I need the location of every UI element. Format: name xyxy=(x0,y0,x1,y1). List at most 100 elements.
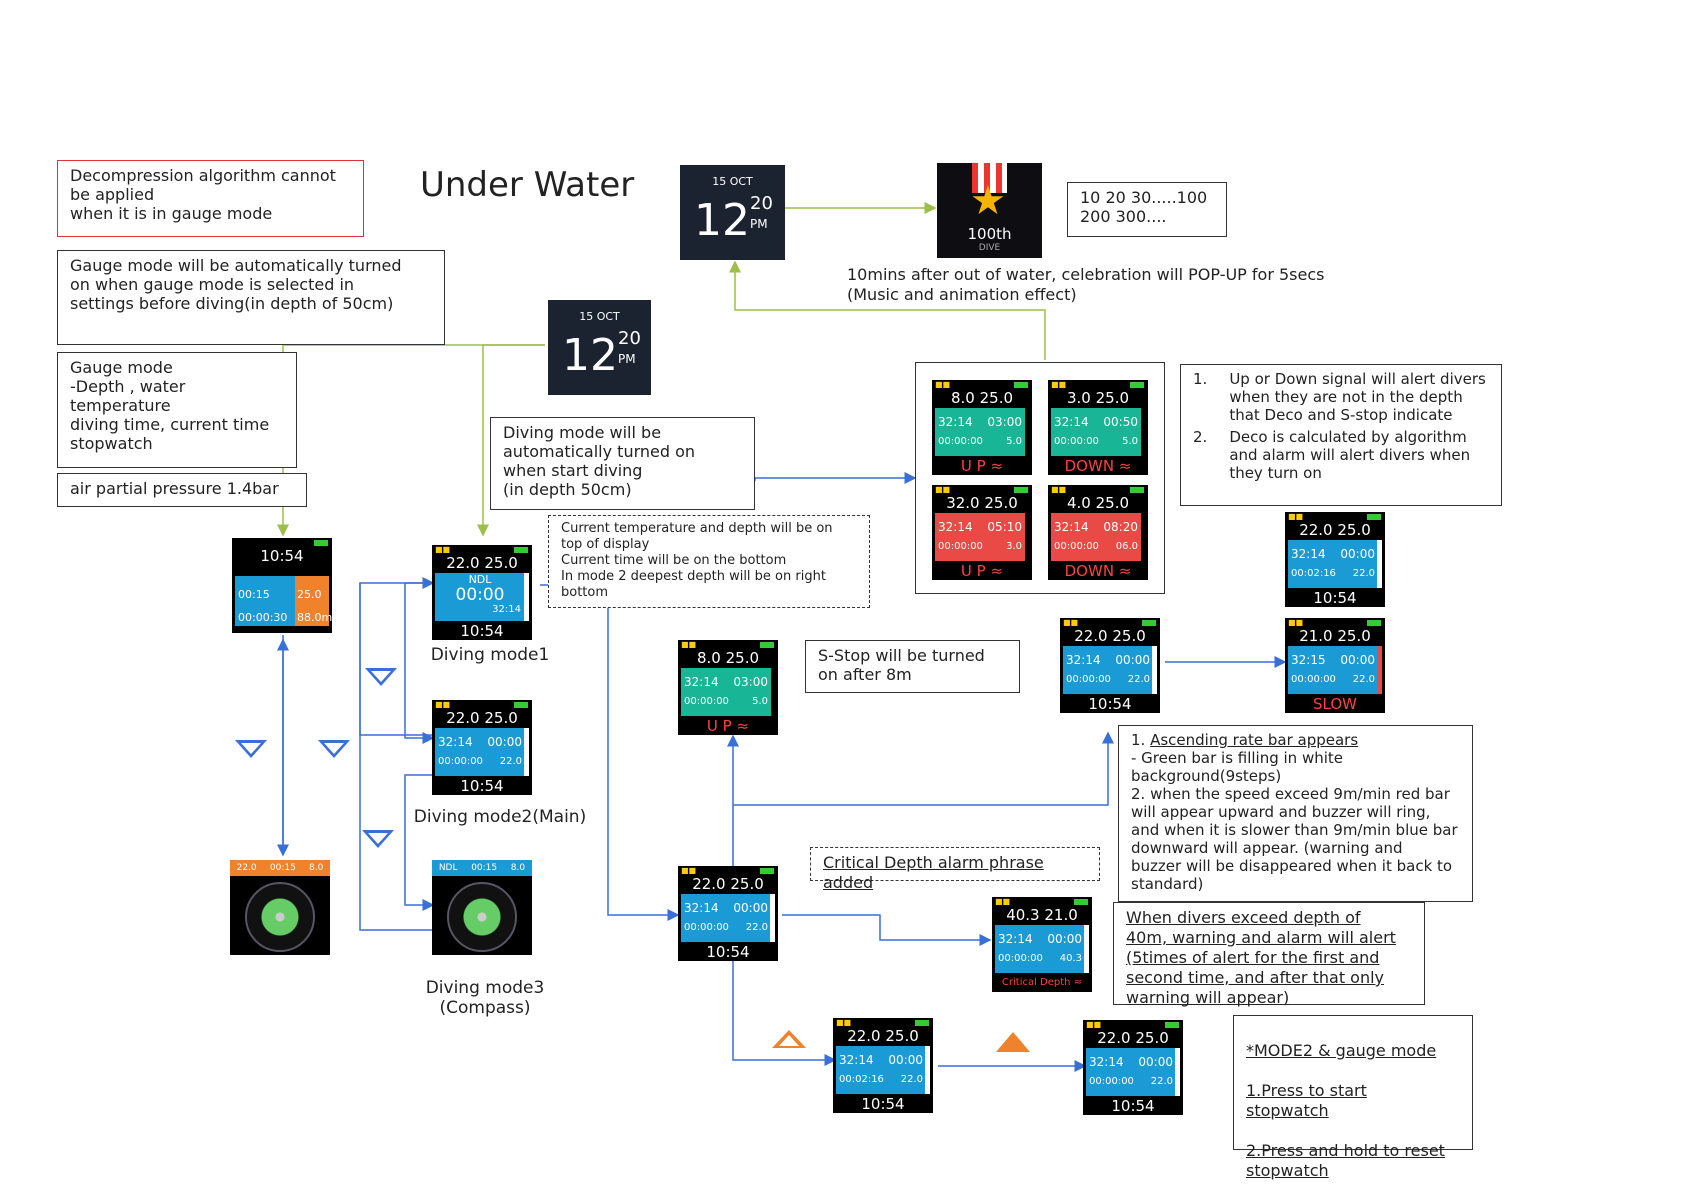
depth-temp-row: 22.0 25.0 xyxy=(833,1028,933,1045)
ndl-or-stop: 00:00 xyxy=(1047,932,1082,946)
max-depth: 22.0 xyxy=(1127,674,1150,685)
screen-header: ■■ xyxy=(1285,512,1385,522)
depth: 3.0 xyxy=(1066,389,1091,407)
temperature: 25.0 xyxy=(984,494,1018,512)
star-icon: ★ xyxy=(970,178,1006,224)
caption-mode2: Diving mode2(Main) xyxy=(413,807,587,827)
depth-temp-row: 40.3 21.0 xyxy=(992,907,1092,924)
ndl-value: 00:00 xyxy=(455,585,505,605)
compass-dial-icon xyxy=(245,882,315,952)
clock-screen-gauge: 15 OCT 12 20 PM xyxy=(548,300,651,395)
ascent-rate-bar xyxy=(524,728,529,776)
battery-icon xyxy=(514,702,528,708)
dive-time: 00:15 xyxy=(238,588,270,601)
compass-dial-icon xyxy=(447,882,517,952)
dive-time: 32:14 xyxy=(1054,520,1089,534)
depth-temp-row: 4.0 25.0 xyxy=(1048,495,1148,512)
screen-header: ■■ xyxy=(432,545,532,555)
depth-temp-row: 22.0 25.0 xyxy=(678,876,778,893)
battery-icon xyxy=(1014,382,1028,388)
screen-gauge-mode: 10:54 00:15 00:00:30 25.0 88.0m xyxy=(232,538,332,633)
stopwatch: 00:00:00 xyxy=(998,953,1043,964)
ndl-or-stop: 00:00 xyxy=(733,901,768,915)
note-celebration: 10mins after out of water, celebration w… xyxy=(847,265,1325,304)
note-celebration-numbers: 10 20 30.....100 200 300.... xyxy=(1067,182,1227,237)
screen-footer: U P ≈ xyxy=(960,562,1004,580)
depth-temp-row: 21.0 25.0 xyxy=(1285,628,1385,645)
screen-header: ■■ xyxy=(1083,1020,1183,1030)
note-air-partial-pressure: air partial pressure 1.4bar xyxy=(57,473,307,507)
panel-label xyxy=(1288,560,1378,568)
ndl-or-stop: 00:00 xyxy=(1115,653,1150,667)
note-diving-auto: Diving mode will be automatically turned… xyxy=(490,417,755,510)
ascent-rate-bar xyxy=(1377,646,1382,694)
temperature: 25.0 xyxy=(1337,627,1371,645)
clock-screen-top: 15 OCT 12 20 PM xyxy=(680,165,785,260)
stopwatch: 00:00:00 xyxy=(938,436,983,447)
depth-temp-row: 3.0 25.0 xyxy=(1048,390,1148,407)
gauge-right-panel: 25.0 88.0m xyxy=(295,576,332,626)
ndl-or-stop: 00:00 xyxy=(487,735,522,749)
clock-minute: 20 xyxy=(750,193,773,214)
ndl-or-stop: 00:00 xyxy=(1340,547,1375,561)
screen-header xyxy=(232,538,332,548)
screen-footer: 10:54 xyxy=(706,943,750,961)
ascent-rate-bar xyxy=(770,894,775,942)
max-depth: 22.0 xyxy=(1352,674,1375,685)
screen-header: ■■ xyxy=(432,700,532,710)
depth-temp-row: 32.0 25.0 xyxy=(932,495,1032,512)
dive-time: 32:14 xyxy=(492,604,521,615)
battery-icon xyxy=(760,642,774,648)
note-critical-phrase: Critical Depth alarm phrase added xyxy=(810,847,1100,892)
stopwatch: 00:00:30 xyxy=(238,611,288,624)
ascent-rate-bar xyxy=(925,1046,930,1094)
signal-dots-icon: ■■ xyxy=(435,545,451,554)
depth: 21.0 xyxy=(1299,627,1333,645)
max-depth: 06.0 xyxy=(1115,541,1138,552)
stopwatch: 00:00:00 xyxy=(1054,436,1099,447)
up-triangle-outline-icon xyxy=(772,1030,806,1048)
screen-footer: SLOW xyxy=(1313,695,1357,713)
updown-grid-frame xyxy=(915,362,1165,594)
temperature: 8.0 xyxy=(309,863,324,873)
ndl-or-stop: 03:00 xyxy=(987,415,1022,429)
stopwatch: 00:00:00 xyxy=(684,922,729,933)
note-critical-depth: When divers exceed depth of 40m, warning… xyxy=(1113,902,1425,1007)
dive-time: 32:14 xyxy=(438,735,473,749)
clock-date: 15 OCT xyxy=(712,175,753,188)
max-depth: 3.0 xyxy=(1006,541,1022,552)
battery-icon xyxy=(1367,620,1381,626)
dive-time: 00:15 xyxy=(471,863,498,873)
screen-footer: 10:54 xyxy=(460,777,504,795)
signal-dots-icon: ■■ xyxy=(995,897,1011,906)
ndl-or-stop: 00:00 xyxy=(1138,1055,1173,1069)
note-decompression: Decompression algorithm cannot be applie… xyxy=(57,160,364,237)
dive-time: 32:14 xyxy=(684,901,719,915)
clock-ampm: PM xyxy=(618,352,636,366)
temperature: 25.0 xyxy=(979,389,1014,407)
depth: 4.0 xyxy=(1066,494,1091,512)
depth: 22.0 xyxy=(236,863,257,873)
max-depth: 22.0 xyxy=(1150,1076,1173,1087)
panel-label xyxy=(681,688,771,696)
ascending-body: - Green bar is filling in white backgrou… xyxy=(1131,749,1458,893)
battery-icon xyxy=(514,547,528,553)
signal-dots-icon: ■■ xyxy=(935,485,951,494)
ascent-rate-bar xyxy=(524,573,529,621)
signal-dots-icon: ■■ xyxy=(1063,618,1079,627)
